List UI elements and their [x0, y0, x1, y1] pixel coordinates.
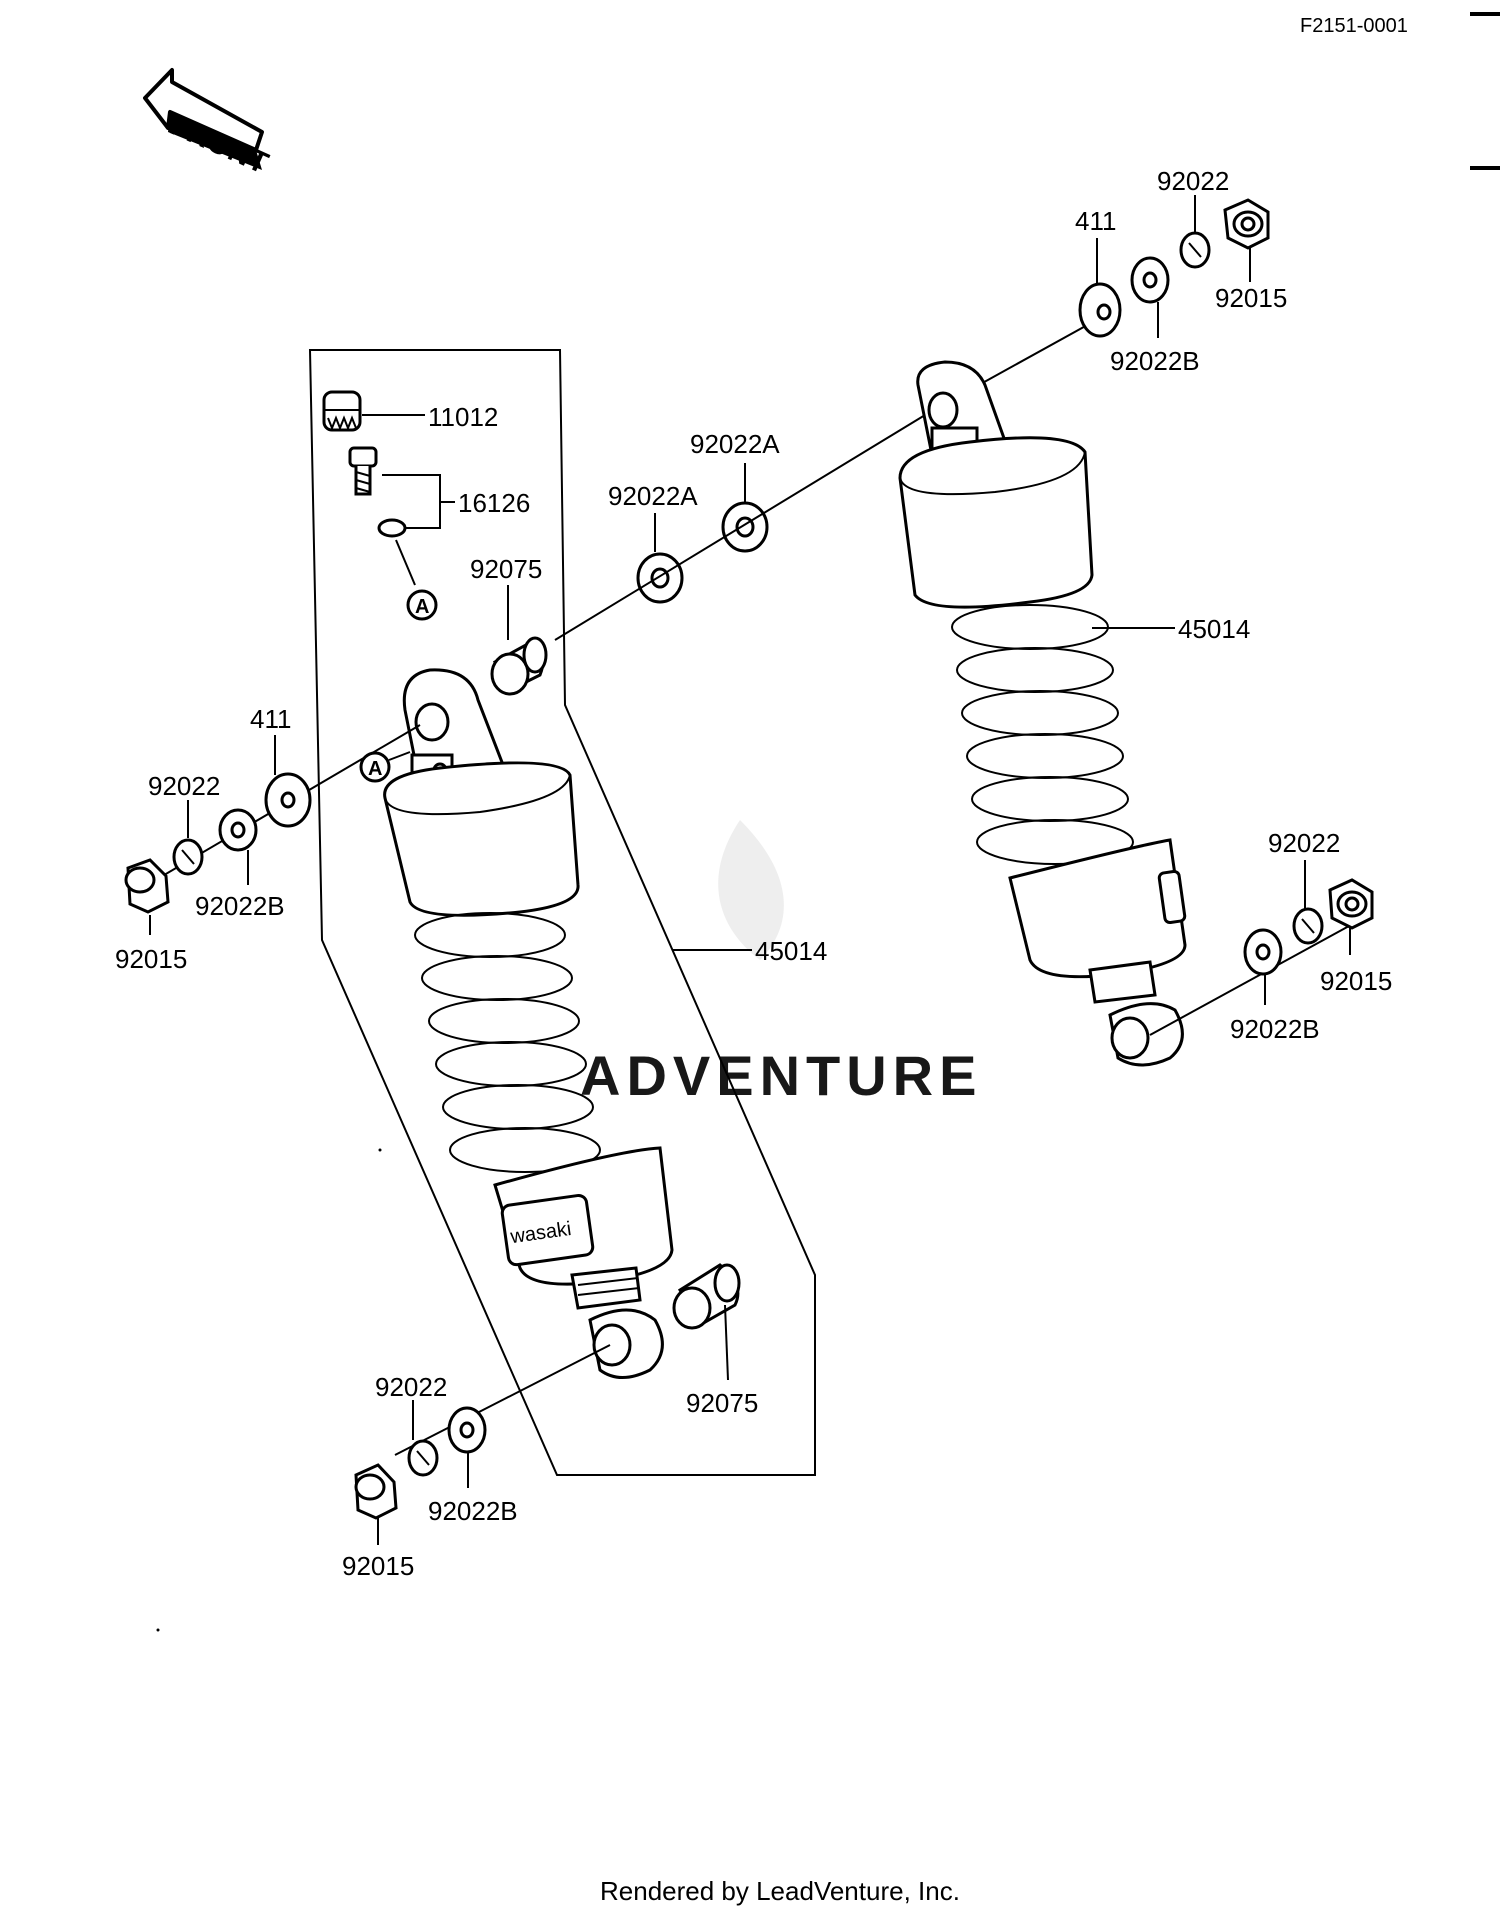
- flame-logo-icon: [718, 820, 784, 960]
- speck: [156, 1628, 160, 1632]
- label-411-left: 411: [250, 704, 291, 734]
- label-92022b-right-bottom: 92022B: [1230, 1014, 1320, 1044]
- label-92015-right-top: 92015: [1215, 283, 1287, 313]
- washer-92022b-left: [218, 808, 258, 852]
- label-92022b-left: 92022B: [195, 891, 285, 921]
- bushing-92075-bottom: [672, 1263, 741, 1330]
- bushing-92075-top: [490, 636, 548, 696]
- speck: [378, 1148, 382, 1152]
- lockwasher-92022-right-bottom: [1292, 907, 1324, 945]
- label-45014-left: 45014: [755, 936, 827, 966]
- label-92015-bottom: 92015: [342, 1551, 414, 1581]
- label-45014-right: 45014: [1178, 614, 1250, 644]
- washer-92022a-left: [636, 552, 684, 604]
- leader: [388, 751, 411, 761]
- air-valve-16126: [348, 446, 407, 538]
- label-92015-left: 92015: [115, 944, 187, 974]
- label-92022-left: 92022: [148, 771, 220, 801]
- circle-a-top: [406, 589, 438, 621]
- label-11012: 11012: [428, 402, 498, 432]
- nut-92015-right-bottom: [1328, 878, 1374, 930]
- washer-411-right: [1078, 282, 1122, 338]
- shock-absorber-left: wasaki: [383, 668, 674, 1379]
- label-92022b-right-top: 92022B: [1110, 346, 1200, 376]
- label-92022-right-top: 92022: [1157, 166, 1229, 196]
- label-411-right: 411: [1075, 206, 1116, 236]
- washer-92022b-right-bottom: [1243, 928, 1283, 976]
- watermark: ADVENTURE: [580, 820, 982, 1107]
- front-arrow-icon: FRONT: [143, 68, 273, 180]
- lockwasher-92022-bottom: [407, 1439, 439, 1477]
- nut-92015-left: [124, 858, 170, 914]
- washer-92022b-bottom: [447, 1406, 487, 1454]
- label-92022-right-bottom: 92022: [1268, 828, 1340, 858]
- reference-code: F2151-0001: [1300, 15, 1408, 37]
- footer-credit: Rendered by LeadVenture, Inc.: [600, 1876, 960, 1906]
- circle-a-mount: [359, 751, 391, 783]
- label-92075-top: 92075: [470, 554, 542, 584]
- label-92022a-left: 92022A: [608, 481, 698, 511]
- label-circle-a-mount: A: [368, 758, 382, 780]
- leader: [395, 539, 416, 586]
- label-92015-right-bottom: 92015: [1320, 966, 1392, 996]
- washer-411-left: [264, 772, 312, 828]
- label-circle-a-top: A: [415, 596, 429, 618]
- hardware-axis-right-bottom: [1149, 919, 1361, 1036]
- group-outline: [308, 349, 816, 1476]
- leader: [724, 1304, 729, 1381]
- washer-92022b-right-top: [1130, 256, 1170, 304]
- lockwasher-92022-left: [172, 838, 204, 876]
- label-92022a-right: 92022A: [690, 429, 780, 459]
- washer-92022a-right: [721, 501, 769, 553]
- lockwasher-92022-right-top: [1179, 231, 1211, 269]
- assembly-axis: [554, 411, 931, 641]
- label-92022-bottom: 92022: [375, 1372, 447, 1402]
- label-16126: 16126: [458, 488, 530, 518]
- nut-92015-bottom: [354, 1463, 398, 1520]
- label-92022b-bottom: 92022B: [428, 1496, 518, 1526]
- nut-92015-right-top: [1223, 198, 1270, 250]
- shock-absorber-right: [898, 360, 1187, 1067]
- label-92075-bottom: 92075: [686, 1388, 758, 1418]
- watermark-text: ADVENTURE: [580, 1044, 982, 1107]
- hardware-axis-left-bottom: [394, 1344, 611, 1456]
- valve-cap-11012: [322, 390, 362, 432]
